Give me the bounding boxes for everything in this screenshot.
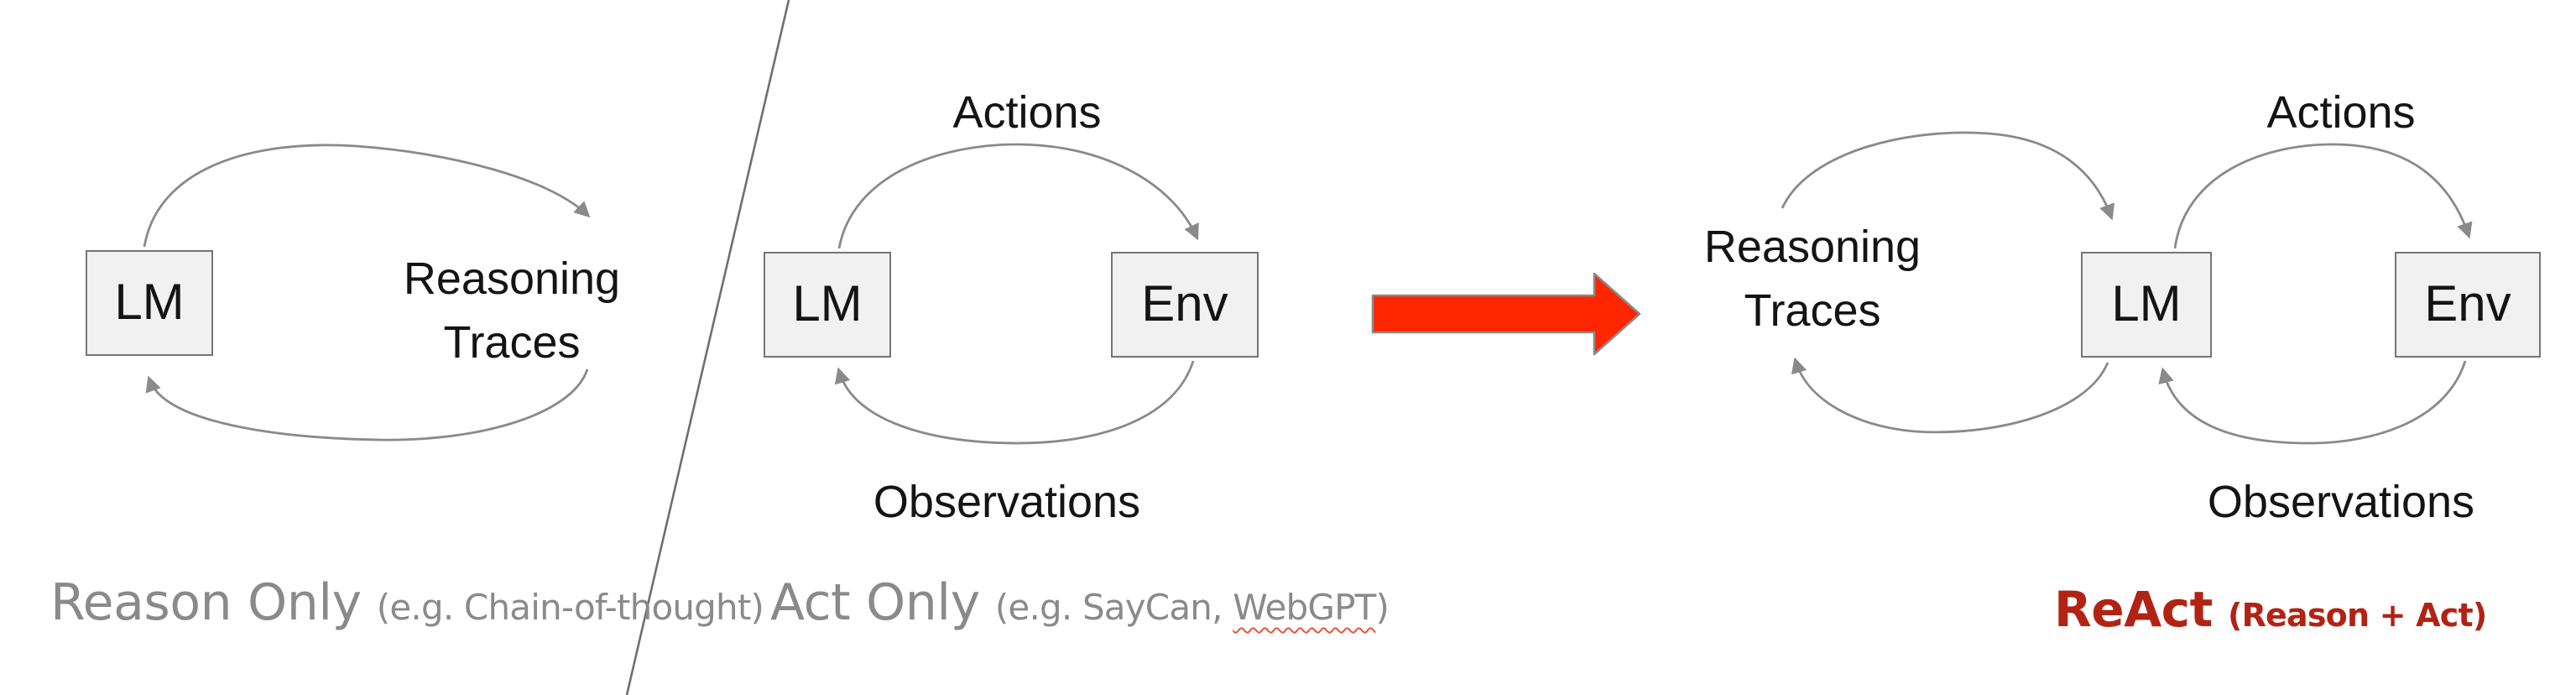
lm-node: LM [86, 250, 213, 356]
caption-subtitle: (Reason + Act) [2228, 598, 2487, 635]
arc-p3-env-to-lm-observations [2158, 360, 2467, 445]
caption-subtitle-prefix: (e.g. SayCan, [994, 588, 1233, 628]
actions-label: Actions [952, 87, 1102, 138]
arc-p3-lm-to-traces [1791, 357, 2109, 434]
transition-arrow [1371, 272, 1641, 356]
arc-p1-lm-to-reasoning [143, 144, 591, 248]
arc-p1-traces-to-lm [145, 368, 589, 442]
lm-node: LM [764, 252, 891, 358]
env-node: Env [1111, 252, 1259, 358]
arc-p2-lm-to-env-actions [837, 143, 1199, 249]
actions-label: Actions [2266, 87, 2416, 138]
reasoning-traces-label: Reasoning Traces [1661, 215, 1963, 342]
caption-subtitle-suffix: ) [1375, 588, 1390, 628]
reasoning-traces-line2: Traces [1744, 285, 1881, 336]
caption-title: ReAct [2054, 581, 2213, 638]
reasoning-traces-line2: Traces [443, 317, 581, 368]
caption-subtitle: (e.g. Chain-of-thought) [376, 588, 764, 628]
arc-p2-env-to-lm-observations [834, 360, 1195, 445]
panel-caption-act-only: Act Only (e.g. SayCan, WebGPT) [770, 574, 1390, 633]
panel-caption-reason-only: Reason Only (e.g. Chain-of-thought) [50, 574, 764, 633]
reasoning-traces-line1: Reasoning [1703, 222, 1922, 272]
caption-title: Act Only [770, 574, 980, 633]
panel-caption-react: ReAct (Reason + Act) [2054, 581, 2487, 638]
env-node: Env [2395, 252, 2541, 358]
caption-title: Reason Only [50, 574, 362, 633]
observations-label: Observations [873, 477, 1141, 527]
caption-subtitle: (e.g. SayCan, WebGPT) [994, 588, 1390, 628]
arc-p3-lm-to-env-actions [2173, 143, 2473, 249]
lm-node: LM [2081, 252, 2212, 358]
spellcheck-underlined-word: WebGPT [1233, 588, 1376, 628]
reasoning-traces-line1: Reasoning [403, 253, 621, 304]
panel-divider-line [625, 0, 790, 695]
reasoning-traces-label: Reasoning Traces [361, 247, 663, 374]
observations-label: Observations [2207, 477, 2475, 527]
arc-p3-traces-to-lm [1781, 131, 2115, 221]
